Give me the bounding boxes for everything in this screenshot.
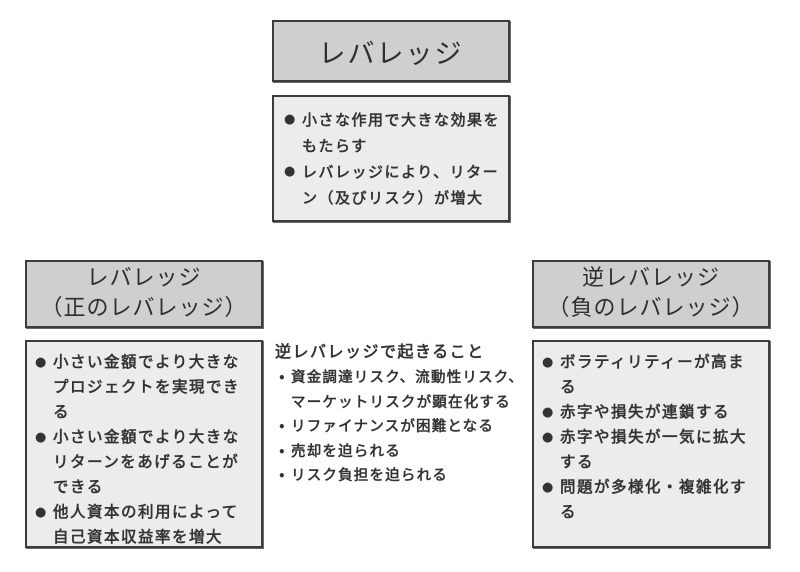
bullet-icon: ●: [542, 405, 555, 420]
list-item: ● 他人資本の利用によって自己資本収益率を増大: [35, 500, 255, 550]
bullet-icon: •: [278, 469, 287, 483]
top-title: レバレッジ: [318, 38, 464, 70]
effect-point-4: リスク負担を迫られる: [291, 468, 448, 484]
list-item: ● レバレッジにより、リターン（及びリスク）が増大: [284, 159, 500, 211]
reverse-leverage-effects-title: 逆レバレッジで起きること: [275, 342, 485, 361]
top-point-1: 小さな作用で大きな効果をもたらす: [302, 111, 501, 155]
list-item: ● 小さな作用で大きな効果をもたらす: [284, 107, 500, 159]
bullet-icon: ●: [35, 430, 48, 445]
bullet-icon: ●: [542, 430, 555, 445]
list-item: ● 小さい金額でより大きなリターンをあげることができる: [35, 425, 255, 500]
top-point-2: レバレッジにより、リターン（及びリスク）が増大: [302, 163, 500, 207]
negative-leverage-body: ● ボラティリティーが高まる ● 赤字や損失が連鎖する ● 赤字や損失が一気に拡…: [532, 340, 770, 548]
positive-leverage-subtitle: （正のレバレッジ）: [40, 296, 248, 321]
bullet-icon: ●: [284, 112, 297, 127]
negative-leverage-points: ● ボラティリティーが高まる ● 赤字や損失が連鎖する ● 赤字や損失が一気に拡…: [542, 350, 762, 525]
effect-point-3: 売却を迫られる: [291, 443, 401, 460]
negative-point-2: 赤字や損失が連鎖する: [560, 403, 731, 421]
effect-point-2: リファイナンスが困難となる: [291, 419, 495, 435]
positive-leverage-points: ● 小さい金額でより大きなプロジェクトを実現できる ● 小さい金額でより大きなリ…: [35, 350, 255, 550]
negative-point-1: ボラティリティーが高まる: [560, 353, 746, 396]
top-description-box: ● 小さな作用で大きな効果をもたらす ● レバレッジにより、リターン（及びリスク…: [272, 95, 510, 222]
list-item: ● 赤字や損失が連鎖する: [542, 400, 762, 425]
reverse-leverage-effects: 逆レバレッジで起きること • 資金調達リスク、流動性リスク、マーケットリスクが顕…: [275, 340, 530, 489]
bullet-icon: •: [278, 444, 287, 459]
negative-leverage-title: 逆レバレッジ: [581, 266, 720, 291]
list-item: • リスク負担を迫られる: [275, 464, 530, 489]
list-item: ● 問題が多様化・複雑化する: [542, 475, 762, 525]
negative-leverage-subtitle: （負のレバレッジ）: [547, 296, 755, 321]
positive-point-1: 小さい金額でより大きなプロジェクトを実現できる: [53, 353, 241, 421]
reverse-leverage-effects-list: • 資金調達リスク、流動性リスク、マーケットリスクが顕在化する • リファイナン…: [275, 366, 530, 489]
bullet-icon: ●: [35, 505, 48, 520]
list-item: ● ボラティリティーが高まる: [542, 350, 762, 400]
bullet-icon: •: [278, 371, 287, 385]
top-points-list: ● 小さな作用で大きな効果をもたらす ● レバレッジにより、リターン（及びリスク…: [284, 107, 500, 211]
positive-leverage-body: ● 小さい金額でより大きなプロジェクトを実現できる ● 小さい金額でより大きなリ…: [25, 340, 263, 548]
positive-leverage-title: レバレッジ: [86, 266, 202, 291]
list-item: • 資金調達リスク、流動性リスク、マーケットリスクが顕在化する: [275, 366, 530, 415]
bullet-icon: ●: [284, 164, 297, 179]
list-item: • リファイナンスが困難となる: [275, 415, 530, 440]
negative-point-4: 問題が多様化・複雑化する: [560, 478, 748, 521]
bullet-icon: •: [278, 420, 287, 434]
bullet-icon: ●: [542, 355, 555, 370]
top-title-box: レバレッジ: [272, 20, 510, 82]
positive-leverage-header: レバレッジ （正のレバレッジ）: [25, 260, 263, 328]
negative-leverage-header: 逆レバレッジ （負のレバレッジ）: [532, 260, 770, 328]
bullet-icon: ●: [35, 355, 48, 370]
list-item: ● 赤字や損失が一気に拡大する: [542, 425, 762, 475]
negative-point-3: 赤字や損失が一気に拡大する: [560, 428, 748, 471]
effect-point-1: 資金調達リスク、流動性リスク、マーケットリスクが顕在化する: [291, 370, 524, 411]
list-item: ● 小さい金額でより大きなプロジェクトを実現できる: [35, 350, 255, 425]
bullet-icon: ●: [542, 480, 555, 495]
positive-point-3: 他人資本の利用によって自己資本収益率を増大: [53, 503, 239, 546]
positive-point-2: 小さい金額でより大きなリターンをあげることができる: [53, 428, 240, 496]
list-item: • 売却を迫られる: [275, 440, 530, 465]
